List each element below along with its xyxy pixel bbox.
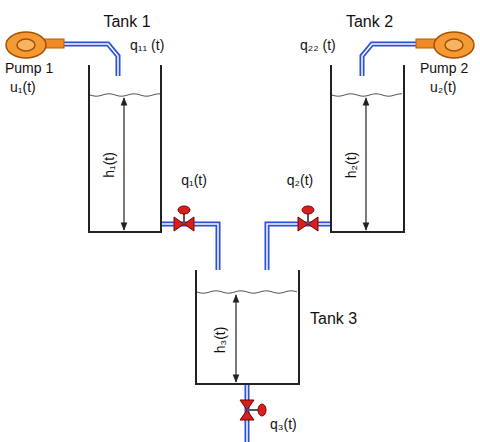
flow-label: q₂₂ (t) [300,37,336,53]
pipe-wall [162,224,218,270]
flow-label: q₁₁ (t) [130,37,164,53]
level-arrow [123,98,124,230]
pump-symbol [6,32,118,76]
water-surface [197,291,297,293]
water-surface [90,94,160,96]
tank-title: Tank 3 [310,310,357,328]
flow-label: q₂(t) [287,172,313,188]
signal-name: u₂(t) [430,79,456,95]
valve-symbol [174,206,194,231]
tank-title: Tank 2 [346,13,393,31]
pipe-core [162,224,218,270]
signal-name: u₁(t) [10,79,36,95]
level-label: h₃(t) [212,327,228,354]
pipe-connector [162,206,218,270]
pump-name: Pump 1 [5,60,53,76]
tank-vessel: Tank 1h₁(t) [88,65,162,233]
valve-symbol [298,206,318,231]
pump-symbol [362,32,474,76]
level-arrow [235,295,236,382]
flow-label: q₁(t) [181,172,207,188]
tank-vessel: Tank 2h₂(t) [330,65,405,233]
tank-title: Tank 1 [103,13,150,31]
pump-name: Pump 2 [420,60,468,76]
flow-label: q₃(t) [270,416,297,432]
outlet-valve [240,385,266,442]
level-label: h₁(t) [101,152,117,178]
pipe-connector [267,206,330,270]
level-label: h₂(t) [343,152,359,178]
tank-vessel: Tank 3h₃(t) [195,270,300,385]
level-arrow [365,98,366,230]
water-surface [332,94,402,96]
